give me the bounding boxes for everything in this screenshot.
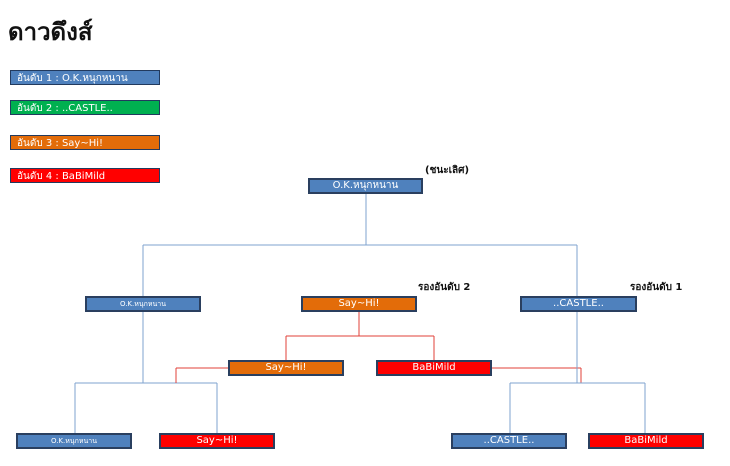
bottom-node-2: Say~Hi! (159, 433, 275, 449)
legend-rank-2: อันดับ 2 : ..CASTLE.. (10, 100, 160, 115)
page-title: ดาวดึงส์ (8, 18, 93, 46)
runner-up-1-label: รองอันดับ 1 (630, 282, 683, 293)
bottom-node-1: O.K.หนุกหนาน (16, 433, 132, 449)
middle-left-node: Say~Hi! (228, 360, 344, 376)
legend-rank-3: อันดับ 3 : Say~Hi! (10, 135, 160, 150)
winner-label: (ชนะเลิศ) (425, 165, 470, 176)
champion-node: O.K.หนุกหนาน (308, 178, 423, 194)
legend-rank-1: อันดับ 1 : O.K.หนุกหนาน (10, 70, 160, 85)
semifinal-middle-node: Say~Hi! (301, 296, 417, 312)
runner-up-2-label: รองอันดับ 2 (418, 282, 471, 293)
legend-rank-4: อันดับ 4 : BaBiMild (10, 168, 160, 183)
bottom-node-3: ..CASTLE.. (451, 433, 567, 449)
semifinal-left-node: O.K.หนุกหนาน (85, 296, 201, 312)
middle-right-node: BaBiMild (376, 360, 492, 376)
bottom-node-4: BaBiMild (588, 433, 704, 449)
semifinal-right-node: ..CASTLE.. (520, 296, 637, 312)
